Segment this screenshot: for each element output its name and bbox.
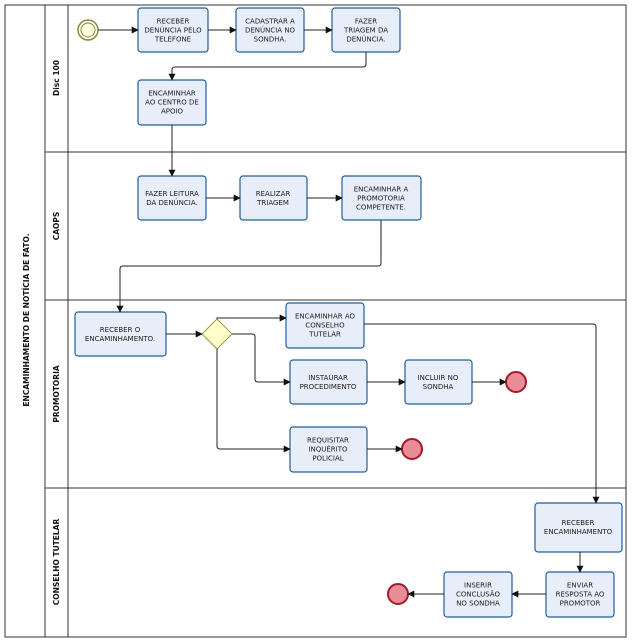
task-label-line: DENÚNCIA PELO xyxy=(144,26,202,35)
task-label-line: APOIO xyxy=(161,108,184,116)
lane-label-promotoria: PROMOTORIA xyxy=(52,365,61,423)
task-label-line: SONDHA. xyxy=(254,36,287,44)
task-label-line: INCLUIR NO xyxy=(418,374,459,382)
task-label-line: ENCAMINHAR A xyxy=(354,186,409,194)
task-label-line: DENÚNCIA NO xyxy=(245,26,296,35)
start-event[interactable] xyxy=(77,19,99,41)
lane-label-conselho: CONSELHO TUTELAR xyxy=(52,519,61,606)
task-label-line: TELEFONE xyxy=(154,36,191,44)
task-label-line: CONSELHO xyxy=(305,322,345,330)
task-label-line: COMPETENTE. xyxy=(356,204,406,212)
task-label-line: PROCEDIMENTO xyxy=(300,383,357,391)
task-label-line: ENVIAR xyxy=(567,582,593,590)
task-label-line: DA DENÚNCIA. xyxy=(146,198,198,207)
task-label-line: TRIAGEM xyxy=(256,199,289,207)
task-label-line: PROMOTOR xyxy=(560,600,601,608)
task-label-line: INSERIR xyxy=(464,582,492,590)
task-label-line: REALIZAR xyxy=(256,190,291,198)
task-label-line: RECEBER xyxy=(157,18,190,26)
task-label-line: PROMOTORIA xyxy=(357,195,405,203)
task-label-line: ENCAMINHAR xyxy=(148,90,196,98)
task-label-line: RECEBER O xyxy=(100,326,141,334)
task-label-line: POLICIAL xyxy=(312,455,343,463)
task-label-line: ENCAMINHAR AO xyxy=(295,313,355,321)
sequence-flows xyxy=(98,26,600,598)
task-label-line: TRIAGEM DA xyxy=(343,27,388,35)
task-label-line: RECEBER xyxy=(562,519,595,527)
task-label-line: RESPOSTA AO xyxy=(556,591,605,599)
task-label-line: INQUÉRITO xyxy=(308,445,348,454)
task-label-line: INSTAURAR xyxy=(308,374,348,382)
task-label-line: CONCLUSÃO xyxy=(456,590,500,599)
task-label-line: REQUISITAR xyxy=(307,437,349,445)
task-label-line: FAZER LEITURA xyxy=(145,190,199,198)
pool-label: ENCAMINHAMENTO DE NOTÍCIA DE FATO. xyxy=(22,233,31,406)
task-label-line: AO CENTRO DE xyxy=(145,99,199,107)
lane-label-caops: CAOPS xyxy=(52,212,61,241)
task-label-line: NO SONDHA xyxy=(456,600,500,608)
task-label-line: ENCAMINHAMENTO. xyxy=(85,335,155,343)
task-label-line: TUTELAR xyxy=(308,331,341,339)
end-event-requisitar[interactable] xyxy=(401,438,423,460)
task-label-line: SONDHA xyxy=(423,383,454,391)
lane-label-disc: Disc 100 xyxy=(52,60,61,96)
task-label-line: ENCAMINHAMENTO xyxy=(544,528,613,536)
task-label-line: FAZER xyxy=(355,18,377,26)
end-event-incluir[interactable] xyxy=(505,371,527,393)
task-label-line: CADASTRAR A xyxy=(245,18,295,26)
task-label-line: DENÚNCIA. xyxy=(346,35,385,44)
end-event-inserir[interactable] xyxy=(387,583,409,605)
